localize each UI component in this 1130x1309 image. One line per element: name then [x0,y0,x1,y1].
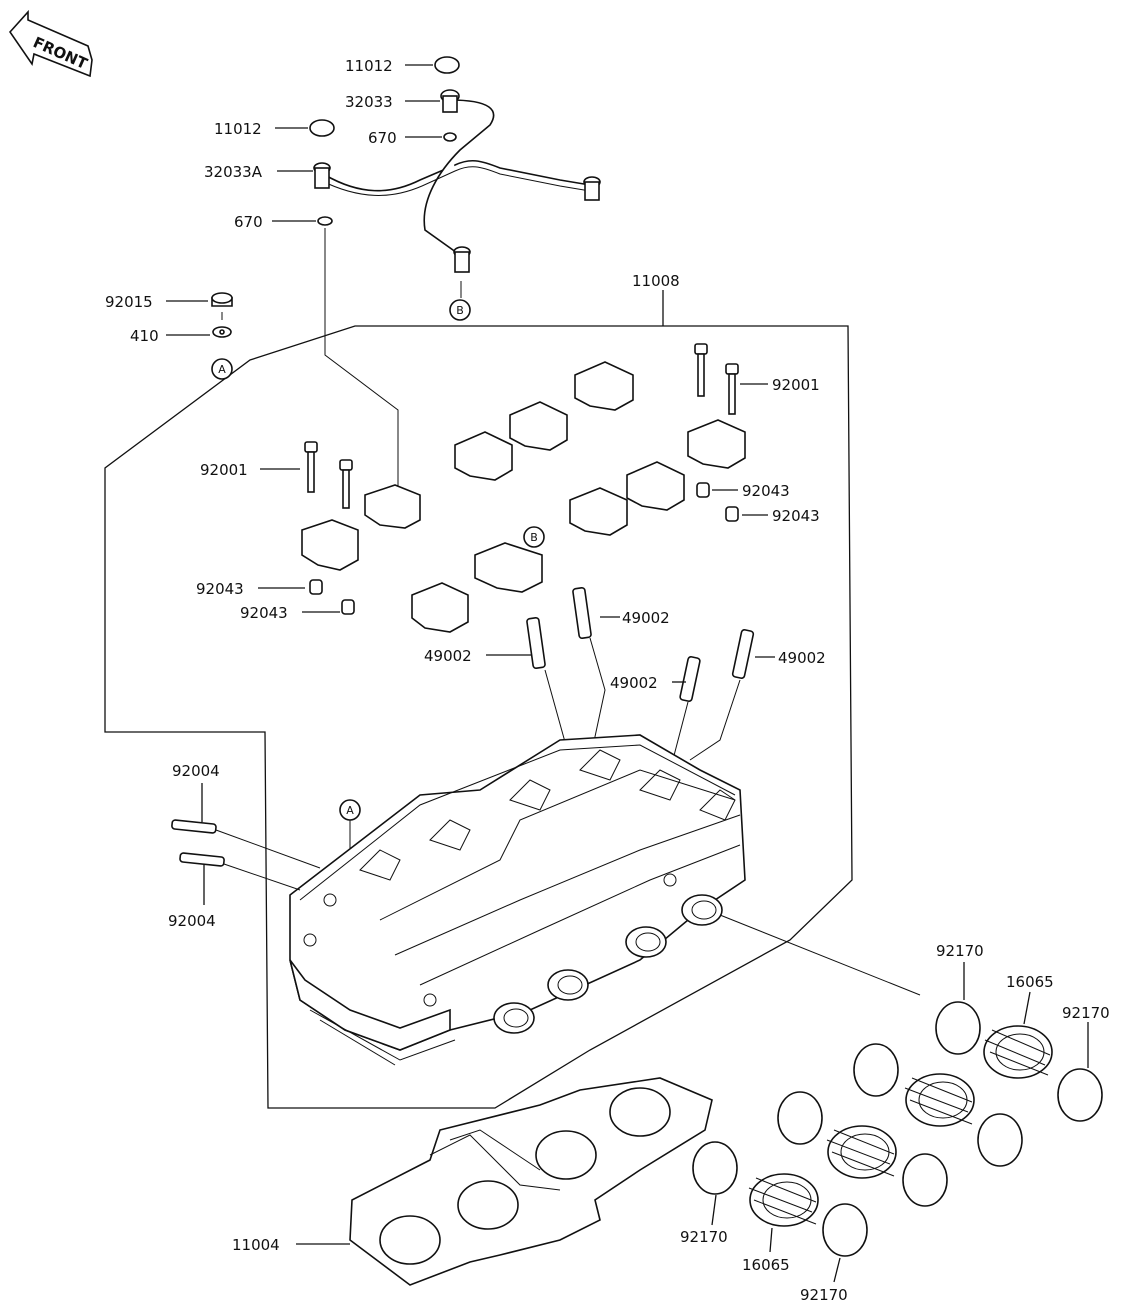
dowel-92043 [725,506,739,522]
part-label-16065: 16065 [742,1256,790,1274]
front-direction-arrow-icon: FRONT [8,9,93,78]
svg-text:A: A [218,363,226,376]
cap-11012-top [434,56,460,74]
part-label-32033: 32033 [345,93,393,111]
bolt-92001 [304,343,739,509]
part-label-92170: 92170 [1062,1004,1110,1022]
callout-b-icon: B [523,526,545,548]
part-label-11012: 11012 [214,120,262,138]
part-label-92170: 92170 [680,1228,728,1246]
washer-670-left [317,216,333,226]
head-gasket [349,1077,713,1286]
oil-pipe [313,89,601,273]
part-label-92043: 92043 [196,580,244,598]
dowel-92043 [696,482,710,498]
callout-b-icon: B [449,299,471,321]
part-label-92043: 92043 [772,507,820,525]
part-label-670: 670 [234,213,263,231]
part-label-92004: 92004 [172,762,220,780]
part-label-92001: 92001 [200,461,248,479]
callout-a-icon: A [211,358,233,380]
part-label-49002: 49002 [610,674,658,692]
part-label-11004: 11004 [232,1236,280,1254]
part-label-92043: 92043 [742,482,790,500]
part-label-92170: 92170 [936,942,984,960]
part-label-92015: 92015 [105,293,153,311]
part-label-49002: 49002 [778,649,826,667]
oil-jet-49002 [526,586,755,703]
leader-lines [166,64,1089,1283]
dowel-92043 [309,579,323,595]
part-label-49002: 49002 [622,609,670,627]
svg-text:B: B [456,304,464,317]
part-label-32033A: 32033A [204,163,263,181]
part-label-16065: 16065 [1006,973,1054,991]
callout-a-icon: A [339,799,361,821]
svg-text:B: B [530,531,538,544]
part-labels: 11012 32033 11012 670 32033A 670 92015 4… [105,57,1110,1304]
part-label-92004: 92004 [168,912,216,930]
cylinder-head [289,734,746,1066]
part-label-11012: 11012 [345,57,393,75]
part-label-92001: 92001 [772,376,820,394]
part-label-92170: 92170 [800,1286,848,1304]
part-label-11008: 11008 [632,272,680,290]
part-label-670: 670 [368,129,397,147]
intake-holder-16065 [748,1025,1053,1227]
svg-text:A: A [346,804,354,817]
washer-670-top [443,132,457,142]
clamp-92170 [692,1001,1103,1257]
intake-port [493,894,723,1034]
dowel-pin-92004 [171,819,225,867]
cam-cap [301,361,746,633]
head-assembly-outline [104,325,853,1109]
part-label-49002: 49002 [424,647,472,665]
dowel-92043 [341,599,355,615]
part-label-410: 410 [130,327,159,345]
part-label-92043: 92043 [240,604,288,622]
cap-11012-left [309,119,335,137]
